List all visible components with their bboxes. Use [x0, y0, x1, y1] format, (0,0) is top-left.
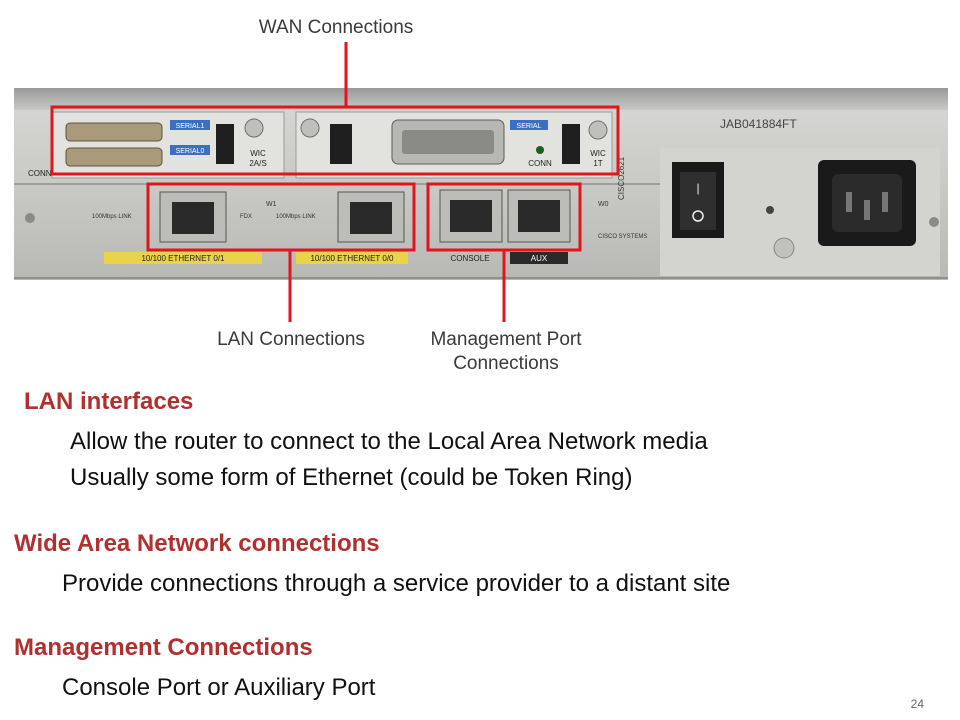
- wic-2as-label-2: 2A/S: [249, 159, 266, 168]
- serial-text: SERIAL: [517, 123, 542, 130]
- wic-2as-label-1: WIC: [250, 149, 266, 158]
- fdx-label: FDX: [240, 214, 252, 220]
- wic-1t-serial-pins: [402, 130, 494, 154]
- wic-1t-leds-right: [562, 124, 580, 164]
- serial1-connector: [65, 122, 163, 142]
- wan-connections-line-1: Provide connections through a service pr…: [62, 570, 731, 597]
- ground-screw: [766, 206, 774, 214]
- wic-2as-screw: [244, 118, 264, 138]
- aux-port-opening: [518, 200, 560, 232]
- console-label: CONSOLE: [450, 254, 489, 263]
- router-top-edge: [14, 88, 948, 110]
- power-screw-right: [929, 217, 939, 227]
- console-port-opening: [450, 200, 492, 232]
- aux-label-plate: [510, 252, 568, 264]
- power-switch-on-mark: |: [696, 181, 699, 195]
- serial1-text: SERIAL1: [176, 123, 205, 130]
- management-connections-heading: Management Connections: [14, 634, 313, 661]
- wic-1t-screw-left: [300, 118, 320, 138]
- management-connections-line-1: Console Port or Auxiliary Port: [62, 674, 376, 701]
- w0-label: W0: [598, 201, 609, 208]
- brand-label: CISCO SYSTEMS: [598, 234, 647, 240]
- lan-connections-label: LAN Connections: [217, 329, 365, 350]
- serial0-text: SERIAL0: [176, 148, 205, 155]
- serial-number-sticker: JAB041884FT: [720, 117, 797, 131]
- serial-tag: [510, 120, 548, 130]
- power-inlet-pin-center: [864, 200, 870, 220]
- eth-0-1-label-plate: [104, 252, 262, 264]
- wic-2as-leds: [216, 124, 234, 164]
- link-label-right: 100Mbps LINK: [276, 214, 316, 220]
- power-inlet-pin-right: [882, 192, 888, 212]
- aux-label: AUX: [531, 254, 548, 263]
- wan-connections-heading: Wide Area Network connections: [14, 530, 380, 557]
- serial0-connector: [65, 147, 163, 167]
- lan-interfaces-line-1: Allow the router to connect to the Local…: [70, 428, 708, 455]
- power-switch-off-mark: [692, 210, 704, 222]
- router-back-panel-figure: SERIAL1 SERIAL0 WIC 2A/S CONN SERIAL CON…: [14, 42, 948, 322]
- eth-0-0-label-plate: [296, 252, 408, 264]
- link-label-left: 100Mbps LINK: [92, 214, 132, 220]
- wic-1t-leds-left: [330, 124, 352, 164]
- page-number: 24: [910, 697, 924, 711]
- wic-1t-screw-right: [588, 120, 608, 140]
- w1-label: W1: [266, 201, 277, 208]
- conn-label-left: CONN: [28, 169, 52, 178]
- wic-1t-label-1: WIC: [590, 149, 606, 158]
- ethernet-0-1-opening: [172, 202, 214, 234]
- serial1-tag: [170, 120, 210, 130]
- management-port-label-line2: Connections: [453, 353, 559, 374]
- lan-highlight-box: [146, 182, 416, 252]
- management-port-label-line1: Management Port: [430, 329, 582, 350]
- model-label: CISCO2621: [617, 156, 626, 200]
- conn-label-right: CONN: [528, 159, 552, 168]
- lan-interfaces-line-2: Usually some form of Ethernet (could be …: [70, 464, 633, 491]
- wan-connections-label: WAN Connections: [258, 17, 414, 38]
- power-screw-left: [25, 213, 35, 223]
- serial0-tag: [170, 145, 210, 155]
- eth-0-0-label: 10/100 ETHERNET 0/0: [310, 254, 394, 263]
- conn-led: [536, 146, 544, 154]
- wan-highlight-box: [50, 105, 620, 176]
- eth-0-1-label: 10/100 ETHERNET 0/1: [141, 254, 225, 263]
- power-inlet-pin-left: [846, 192, 852, 212]
- ethernet-0-0-opening: [350, 202, 392, 234]
- lan-interfaces-heading: LAN interfaces: [24, 388, 194, 415]
- chassis-mount: [773, 237, 795, 259]
- wic-1t-label-2: 1T: [593, 159, 602, 168]
